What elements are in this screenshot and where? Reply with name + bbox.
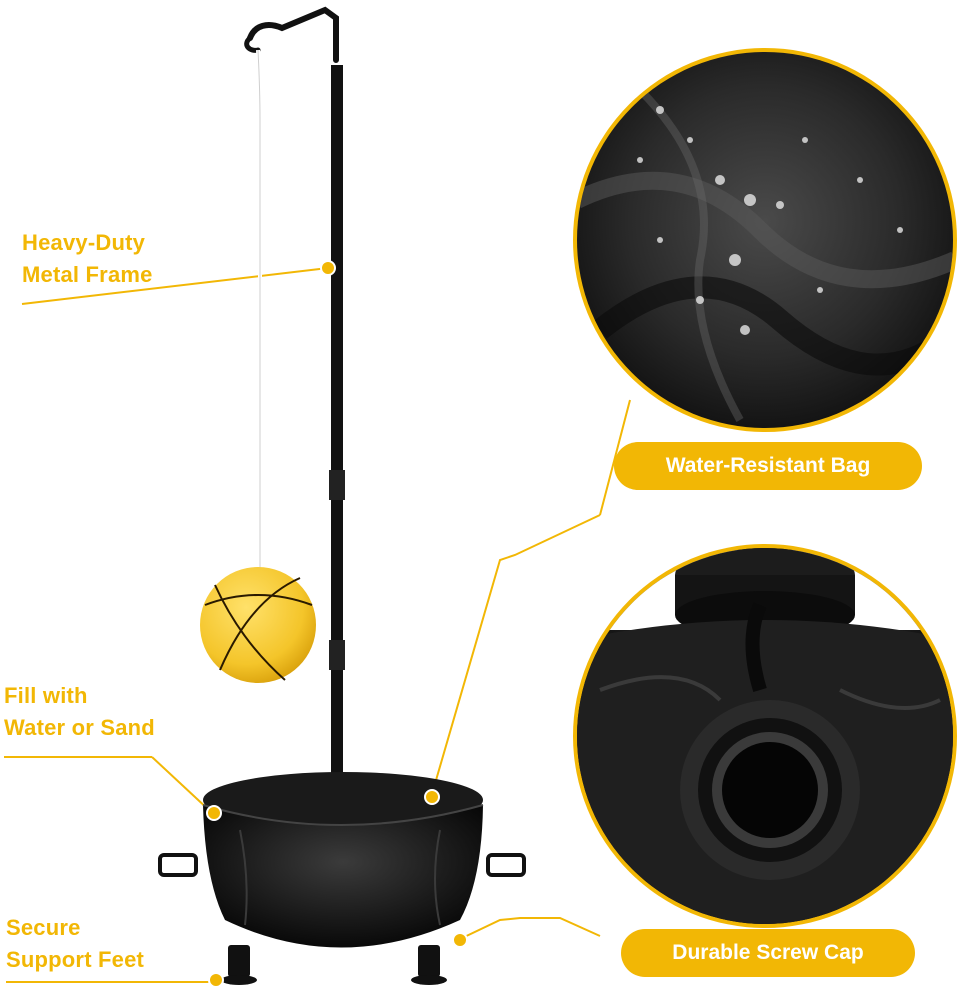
callout-feet-line1: Secure <box>6 915 81 940</box>
screw-cap-detail-circle <box>573 544 957 928</box>
badge-water-resistant-bag: Water-Resistant Bag <box>614 442 922 490</box>
callout-fill-water-or-sand: Fill with Water or Sand <box>4 680 155 744</box>
callout-lines <box>4 267 631 983</box>
callout-fill-line1: Fill with <box>4 683 88 708</box>
callout-dots <box>206 260 468 988</box>
callout-secure-support-feet: Secure Support Feet <box>6 912 144 976</box>
callout-frame-line2: Metal Frame <box>22 262 153 287</box>
callout-feet-line2: Support Feet <box>6 947 145 972</box>
tetherball <box>200 567 316 683</box>
fabric-detail-circle <box>573 48 957 432</box>
callout-frame-line1: Heavy-Duty <box>22 230 146 255</box>
badge-durable-screw-cap: Durable Screw Cap <box>621 929 915 977</box>
callout-fill-line2: Water or Sand <box>4 715 155 740</box>
pole <box>244 6 345 790</box>
base-bag <box>158 772 526 985</box>
callout-heavy-duty-metal-frame: Heavy-Duty Metal Frame <box>22 227 153 291</box>
